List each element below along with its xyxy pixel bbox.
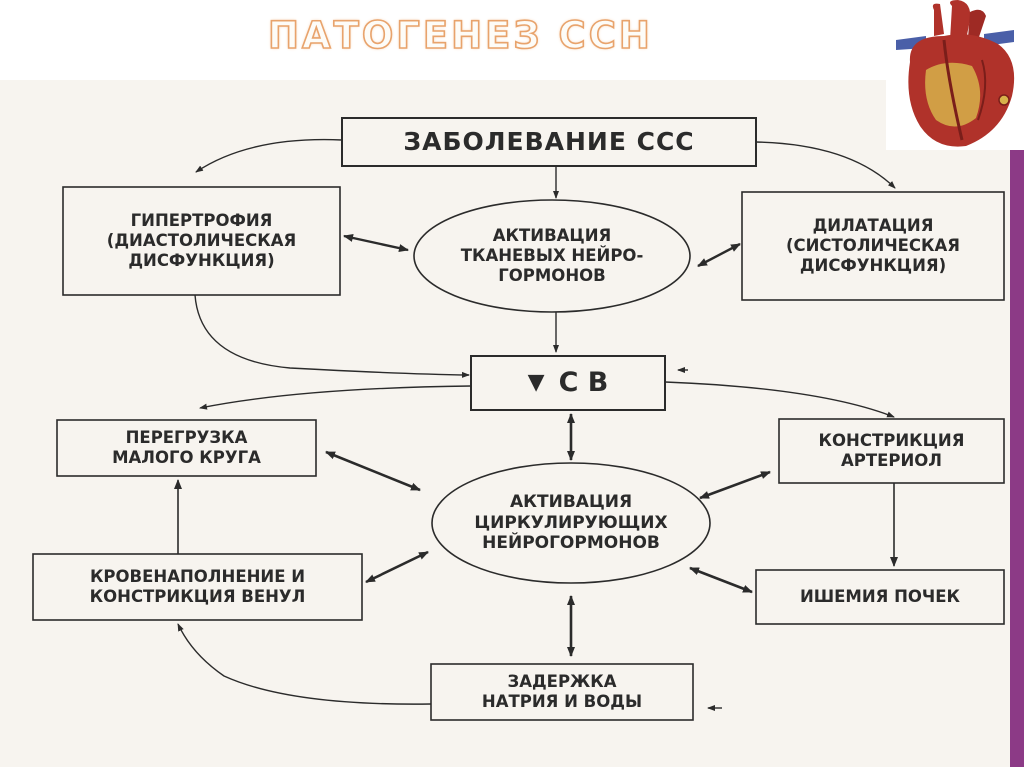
cardiac-output-box xyxy=(470,355,666,411)
pulmonary-line-1: ПЕРЕГРУЗКА xyxy=(125,427,248,447)
cardiac-output-text: С В xyxy=(558,366,609,398)
arrow-output-pulmonary xyxy=(199,385,472,410)
biarrow-circulating-kidney xyxy=(689,566,753,594)
arrow-disease-hypertrophy xyxy=(195,138,343,173)
biarrow-tissue-dilatation xyxy=(697,242,741,268)
pulmonary-overload-label: ПЕРЕГРУЗКА МАЛОГО КРУГА xyxy=(57,420,316,476)
hypertrophy-line-3: ДИСФУНКЦИЯ) xyxy=(128,251,275,271)
sodium-box xyxy=(430,663,694,721)
arrow-sodium-venule xyxy=(177,623,432,705)
arteriole-label: КОНСТРИКЦИЯ АРТЕРИОЛ xyxy=(779,419,1004,483)
dilatation-box xyxy=(741,191,1005,301)
arteriole-box xyxy=(778,418,1005,484)
hypertrophy-label: ГИПЕРТРОФИЯ (ДИАСТОЛИЧЕСКАЯ ДИСФУНКЦИЯ) xyxy=(63,187,340,295)
tissue-line-2: ТКАНЕВЫХ НЕЙРО- xyxy=(460,245,644,265)
dilatation-label: ДИЛАТАЦИЯ (СИСТОЛИЧЕСКАЯ ДИСФУНКЦИЯ) xyxy=(742,192,1004,300)
sodium-line-1: ЗАДЕРЖКА xyxy=(507,671,617,691)
hypertrophy-box xyxy=(62,186,341,296)
venule-line-1: КРОВЕНАПОЛНЕНИЕ И xyxy=(89,566,306,586)
arrow-hypertrophy-output xyxy=(194,294,470,378)
pulmonary-line-2: МАЛОГО КРУГА xyxy=(112,448,261,467)
circulating-activation-label: АКТИВАЦИЯ ЦИРКУЛИРУЮЩИХ НЕЙРОГОРМОНОВ xyxy=(432,463,710,583)
arteriole-line-1: КОНСТРИКЦИЯ xyxy=(818,430,965,450)
circulating-line-1: АКТИВАЦИЯ xyxy=(509,491,633,512)
hypertrophy-line-2: (ДИАСТОЛИЧЕСКАЯ xyxy=(106,230,297,250)
side-accent-bar xyxy=(1010,150,1024,767)
circulating-line-3: НЕЙРОГОРМОНОВ xyxy=(482,533,660,554)
dilatation-line-1: ДИЛАТАЦИЯ xyxy=(812,215,934,235)
arrow-output-arteriole xyxy=(664,381,895,418)
disease-label: ЗАБОЛЕВАНИЕ ССС xyxy=(403,126,695,156)
tissue-activation-label: АКТИВАЦИЯ ТКАНЕВЫХ НЕЙРО- ГОРМОНОВ xyxy=(414,200,690,312)
sodium-label: ЗАДЕРЖКА НАТРИЯ И ВОДЫ xyxy=(431,664,693,720)
dilatation-line-3: ДИСФУНКЦИЯ) xyxy=(799,256,947,276)
circulating-ellipse xyxy=(431,462,711,584)
kidney-label: ИШЕМИЯ ПОЧЕК xyxy=(799,586,961,606)
pulmonary-overload-box xyxy=(56,419,317,477)
tissue-ellipse xyxy=(413,199,691,313)
biarrow-circulating-venule xyxy=(365,550,429,584)
hypertrophy-line-1: ГИПЕРТРОФИЯ xyxy=(130,210,273,230)
tissue-line-3: ГОРМОНОВ xyxy=(498,266,606,286)
biarrow-pulmonary-circulating xyxy=(325,450,421,492)
heart-icon xyxy=(896,0,1015,147)
sodium-line-2: НАТРИЯ И ВОДЫ xyxy=(481,692,643,711)
kidney-box xyxy=(755,569,1005,625)
decrease-arrow-icon: ▼ xyxy=(527,369,545,395)
slide-title: ПАТОГЕНЕЗ ССН xyxy=(267,13,653,58)
dilatation-line-2: (СИСТОЛИЧЕСКАЯ xyxy=(785,235,961,255)
circulating-line-2: ЦИРКУЛИРУЮЩИХ xyxy=(474,512,668,533)
arrow-disease-dilatation xyxy=(755,141,896,189)
biarrow-hypertrophy-tissue xyxy=(343,234,409,252)
tissue-line-1: АКТИВАЦИЯ xyxy=(492,225,612,245)
venule-box xyxy=(32,553,363,621)
heart-image xyxy=(886,0,1024,150)
biarrow-circulating-arteriole xyxy=(699,470,771,500)
venule-label: КРОВЕНАПОЛНЕНИЕ И КОНСТРИКЦИЯ ВЕНУЛ xyxy=(33,554,362,620)
scan-background xyxy=(0,80,1010,767)
arteriole-line-2: АРТЕРИОЛ xyxy=(840,451,943,470)
venule-line-2: КОНСТРИКЦИЯ ВЕНУЛ xyxy=(89,587,306,606)
cardiac-output-label: ▼ С В xyxy=(471,356,665,410)
